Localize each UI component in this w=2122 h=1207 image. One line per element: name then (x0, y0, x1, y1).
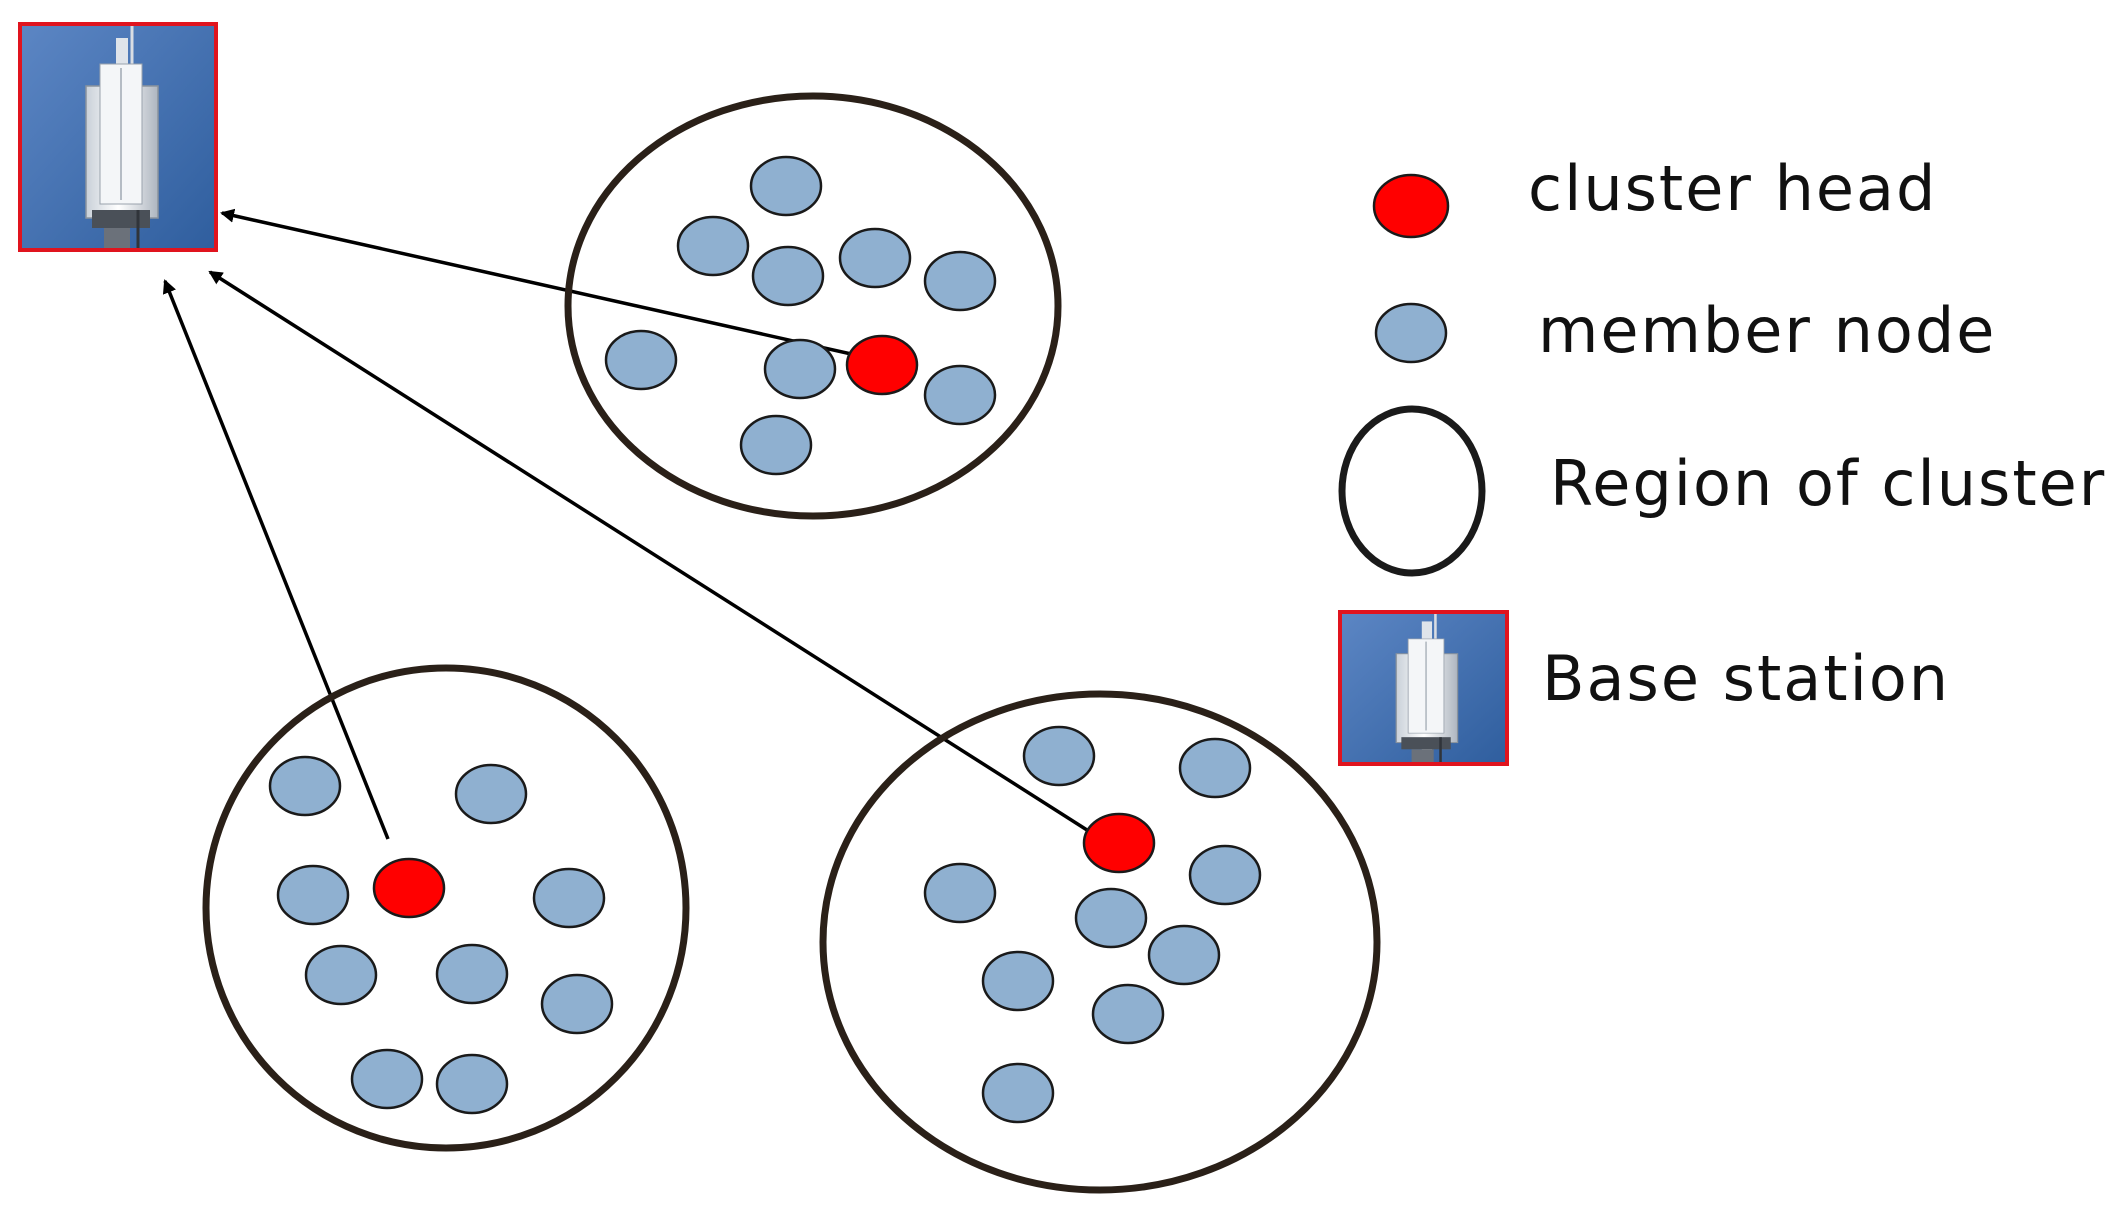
cluster-head-node (372, 857, 446, 919)
member-node (676, 215, 750, 277)
member-node (276, 864, 350, 926)
legend-member-node-icon (1374, 302, 1448, 364)
cluster-head-node (1082, 812, 1156, 874)
legend-base-station-icon (1338, 610, 1509, 766)
member-node (749, 155, 823, 217)
member-node (435, 943, 509, 1005)
member-node (981, 1062, 1055, 1124)
legend-cluster-head-icon (1372, 173, 1450, 239)
member-node (435, 1053, 509, 1115)
member-node (1074, 887, 1148, 949)
legend-base-station-label: Base station (1542, 642, 1950, 715)
legend-cluster-head-label: cluster head (1528, 152, 1937, 225)
member-node (1188, 844, 1262, 906)
member-node (1178, 737, 1252, 799)
member-node (540, 973, 614, 1035)
arrow-bottom-left-cluster-to-base-station (162, 279, 390, 840)
cluster-region-top (564, 92, 1062, 520)
member-node (304, 944, 378, 1006)
member-node (763, 338, 837, 400)
member-node (268, 755, 342, 817)
cluster-region-bottom-right (819, 690, 1381, 1194)
cluster-bottom-right-nodes (923, 725, 1262, 1124)
member-node (350, 1048, 424, 1110)
member-node (1022, 725, 1096, 787)
member-node (454, 763, 528, 825)
base-station-border (18, 22, 218, 252)
legend: cluster head member node Region of clust… (1338, 152, 2106, 766)
member-node (923, 250, 997, 312)
arrow-bottom-right-cluster-to-base-station (208, 270, 1099, 839)
transmission-arrows (162, 208, 1099, 840)
member-node (532, 867, 606, 929)
member-node (923, 862, 997, 924)
member-node (923, 364, 997, 426)
member-node (838, 227, 912, 289)
cluster-bottom-left-nodes (268, 755, 614, 1115)
legend-member-node-label: member node (1538, 294, 1996, 367)
base-station (18, 22, 218, 252)
legend-region-label: Region of cluster (1550, 447, 2106, 520)
cluster-head-node (845, 334, 919, 396)
member-node (604, 329, 678, 391)
member-node (1147, 924, 1221, 986)
member-node (751, 245, 825, 307)
cluster-regions (202, 92, 1381, 1194)
arrow-top-cluster-to-base-station (220, 208, 879, 362)
member-node (1091, 983, 1165, 1045)
legend-region-icon (1338, 405, 1486, 577)
cluster-region-bottom-left (202, 664, 690, 1152)
member-node (981, 950, 1055, 1012)
member-node (739, 414, 813, 476)
cluster-top-nodes (604, 155, 997, 476)
